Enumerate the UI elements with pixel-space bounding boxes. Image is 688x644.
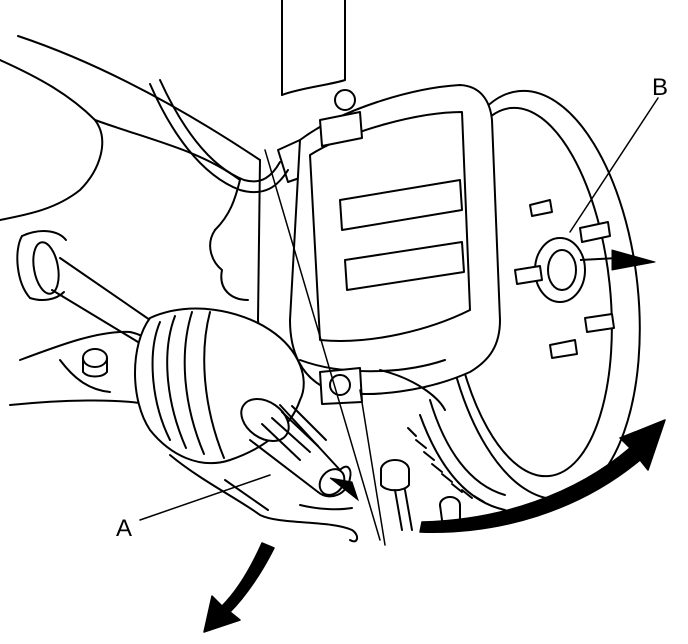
knuckle-bracket: [169, 454, 358, 543]
brake-caliper: [289, 84, 501, 411]
straight-arrow-right-icon: [579, 249, 656, 271]
guide-lines: [264, 149, 386, 546]
curved-arrow-left-icon: [203, 542, 275, 633]
brake-hose: [149, 79, 309, 194]
spline-shaft: [240, 398, 352, 498]
callout-label-a: A: [116, 515, 133, 542]
curved-arrow-right-icon: [419, 419, 666, 533]
driveshaft: [16, 230, 151, 343]
leader-line-b: [569, 97, 659, 233]
wheel-hub: [514, 199, 615, 359]
leader-line-a: [139, 474, 271, 521]
pointer-arrow-icon: [329, 477, 360, 502]
callout-label-b: B: [652, 74, 669, 101]
